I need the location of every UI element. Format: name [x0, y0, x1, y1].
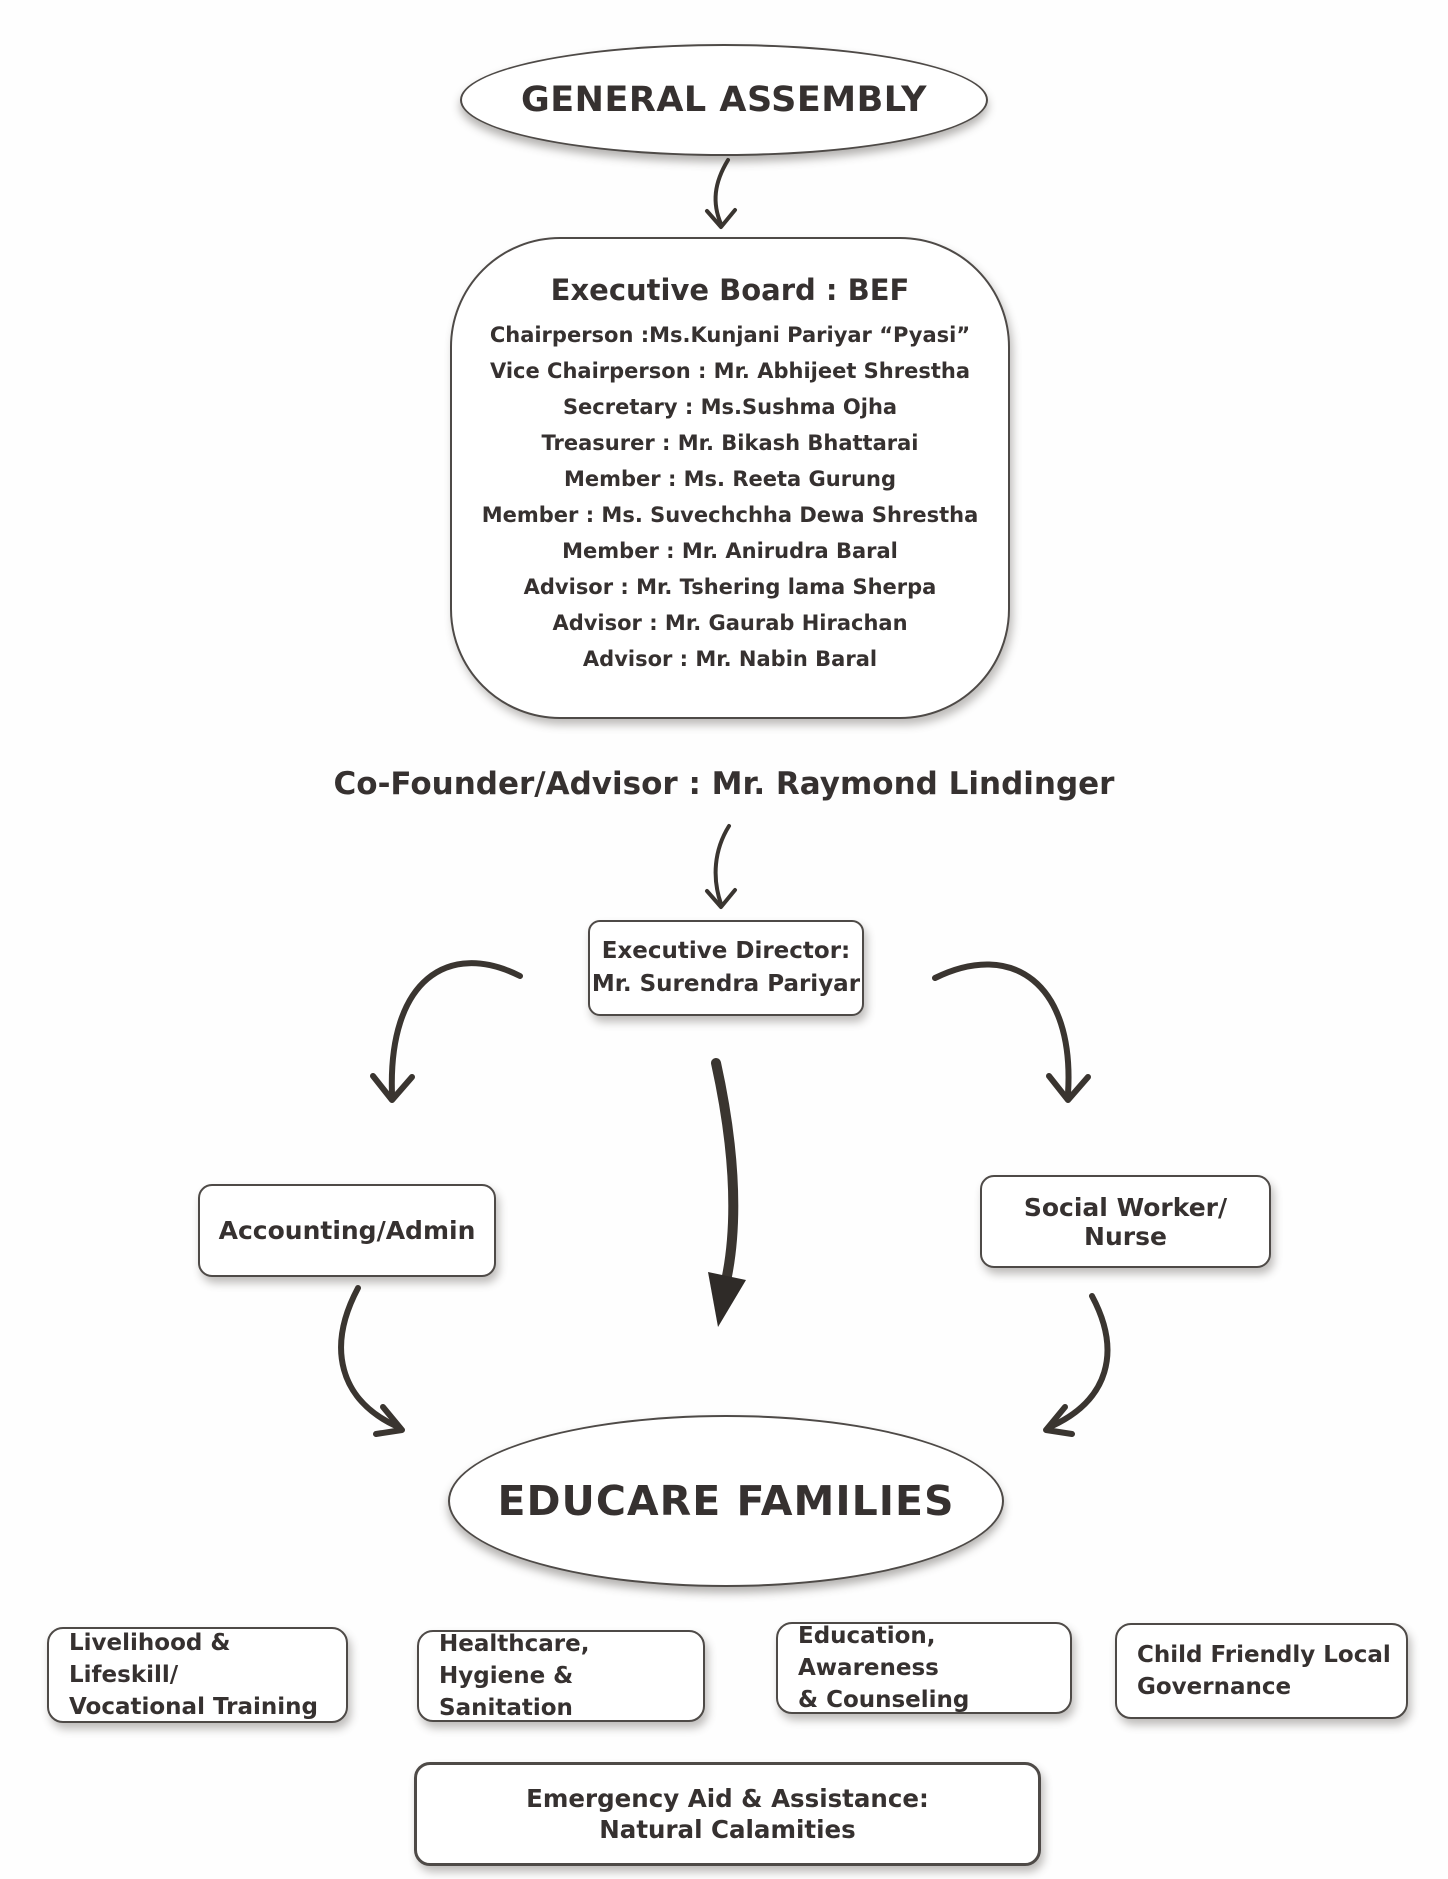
emergency-aid-line1: Emergency Aid & Assistance:	[526, 1784, 929, 1813]
board-member-secretary: Secretary : Ms.Sushma Ojha	[562, 395, 898, 419]
board-member-1: Member : Ms. Reeta Gurung	[563, 467, 896, 491]
program-livelihood-line2: Vocational Training	[69, 1694, 318, 1720]
program-livelihood-node: Livelihood & Lifeskill/ Vocational Train…	[47, 1627, 348, 1723]
executive-board-title: Executive Board : BEF	[550, 273, 910, 307]
educare-families-label: EDUCARE FAMILIES	[497, 1477, 955, 1525]
arrow-social-to-educare	[1049, 1293, 1111, 1429]
accounting-admin-node: Accounting/Admin	[198, 1184, 496, 1277]
program-governance-line2: Governance	[1137, 1674, 1292, 1700]
arrow-cofounder-to-director	[713, 824, 731, 906]
program-governance-line1: Child Friendly Local	[1137, 1642, 1391, 1668]
board-advisor-1: Advisor : Mr. Tshering lama Sherpa	[523, 575, 937, 599]
arrow-assembly-to-board-head	[705, 208, 737, 229]
board-advisor-3: Advisor : Mr. Nabin Baral	[582, 647, 878, 671]
arrow-director-to-educare	[711, 1058, 739, 1281]
arrow-accounting-to-educare	[338, 1285, 399, 1429]
general-assembly-node: GENERAL ASSEMBLY	[460, 44, 988, 156]
arrow-director-to-social	[932, 961, 1072, 1097]
program-healthcare-node: Healthcare, Hygiene & Sanitation	[417, 1630, 705, 1722]
program-education-node: Education, Awareness & Counseling	[776, 1622, 1072, 1714]
program-healthcare-line1: Healthcare, Hygiene &	[439, 1631, 590, 1689]
general-assembly-label: GENERAL ASSEMBLY	[521, 80, 927, 120]
emergency-aid-node: Emergency Aid & Assistance: Natural Cala…	[414, 1762, 1041, 1866]
social-worker-nurse-label: Social Worker/ Nurse	[1023, 1192, 1228, 1251]
cofounder-advisor-label: Co-Founder/Advisor : Mr. Raymond Linding…	[333, 766, 1115, 802]
executive-director-name: Mr. Surendra Pariyar	[591, 971, 861, 997]
program-governance-node: Child Friendly Local Governance	[1115, 1623, 1408, 1719]
board-advisor-2: Advisor : Mr. Gaurab Hirachan	[552, 611, 908, 635]
board-member-2: Member : Ms. Suvechchha Dewa Shrestha	[481, 503, 979, 527]
program-education-line2: & Counseling	[798, 1687, 970, 1713]
arrow-director-to-educare-head	[708, 1272, 746, 1327]
board-member-vice-chairperson: Vice Chairperson : Mr. Abhijeet Shrestha	[489, 359, 971, 383]
accounting-admin-label: Accounting/Admin	[218, 1216, 476, 1245]
board-member-3: Member : Mr. Anirudra Baral	[562, 539, 898, 563]
program-education-line1: Education, Awareness	[798, 1623, 939, 1681]
board-member-chairperson: Chairperson :Ms.Kunjani Pariyar “Pyasi”	[489, 323, 971, 347]
arrow-cofounder-to-director-head	[705, 888, 737, 909]
arrow-accounting-to-educare-head	[373, 1404, 405, 1437]
arrow-director-to-social-head	[1046, 1073, 1091, 1103]
executive-board-node: Executive Board : BEF Chairperson :Ms.Ku…	[450, 237, 1010, 719]
program-healthcare-line2: Sanitation	[439, 1695, 573, 1721]
arrow-director-to-accounting-head	[370, 1073, 415, 1103]
social-worker-nurse-node: Social Worker/ Nurse	[980, 1175, 1271, 1268]
executive-director-role: Executive Director:	[601, 938, 851, 964]
board-member-treasurer: Treasurer : Mr. Bikash Bhattarai	[541, 431, 919, 455]
arrow-assembly-to-board	[713, 158, 730, 226]
executive-director-node: Executive Director: Mr. Surendra Pariyar	[588, 920, 864, 1016]
emergency-aid-line2: Natural Calamities	[599, 1815, 856, 1844]
educare-families-node: EDUCARE FAMILIES	[448, 1415, 1004, 1587]
arrow-director-to-accounting	[388, 960, 523, 1097]
program-livelihood-line1: Livelihood & Lifeskill/	[69, 1630, 231, 1688]
arrow-social-to-educare-head	[1043, 1404, 1075, 1437]
